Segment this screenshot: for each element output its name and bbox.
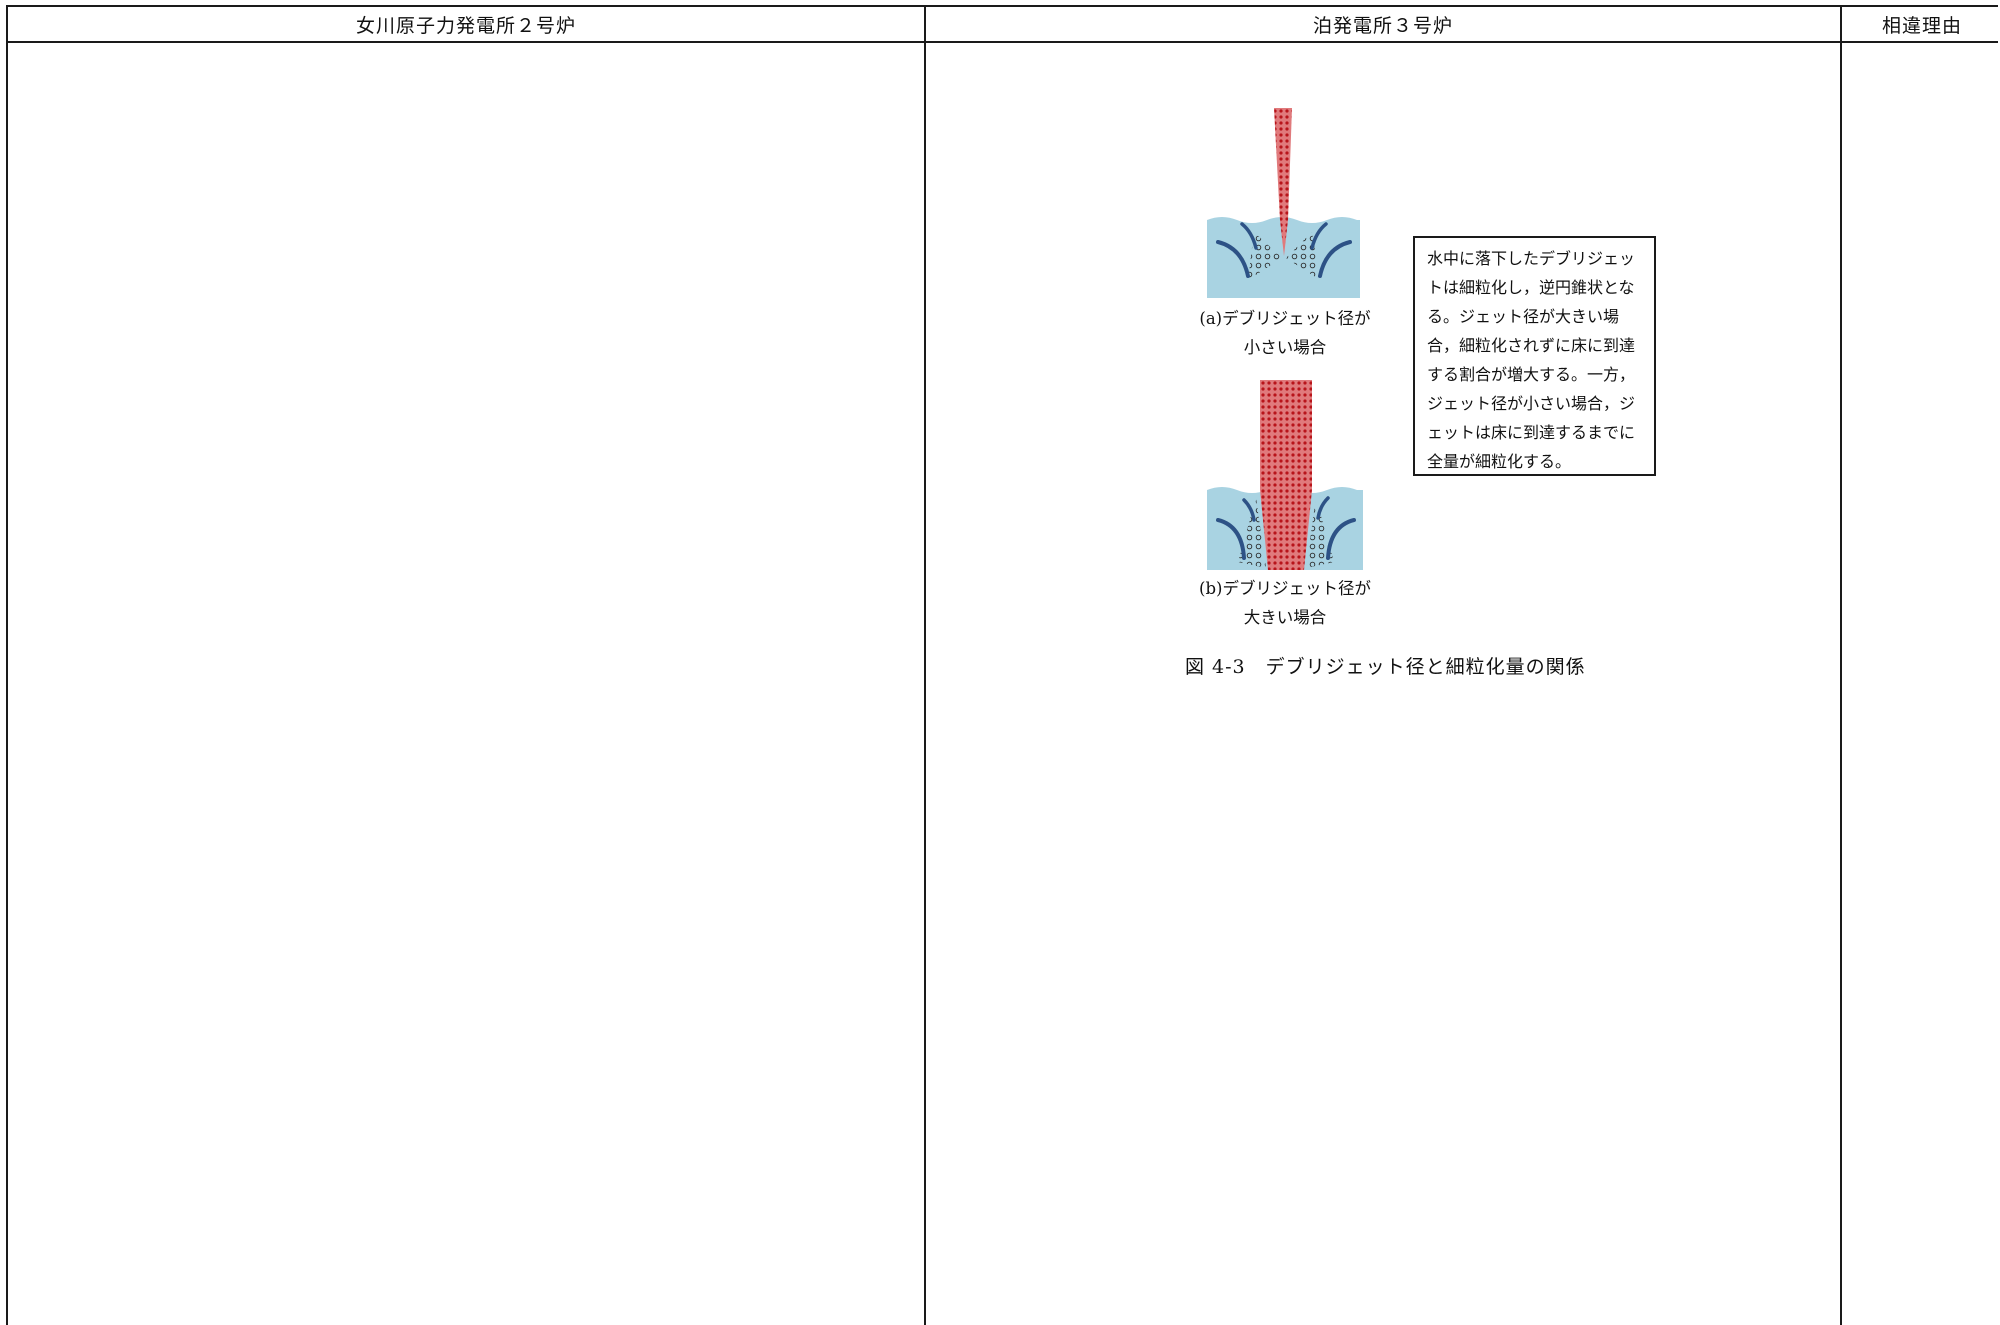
flow-streak-icon [1310,222,1328,250]
flow-streak-icon [1216,518,1246,560]
header-divider [8,41,1998,43]
panel-a-caption-line-1: (a)デブリジェット径が [1199,309,1371,328]
panel-a-caption: (a)デブリジェット径が 小さい場合 [1180,304,1390,362]
panel-b-caption-line-2: 大きい場合 [1243,608,1327,627]
header-reason: 相違理由 [1881,14,1962,37]
header-onagawa: 女川原子力発電所２号炉 [355,14,576,37]
flow-streak-icon [1242,498,1256,522]
water-pool [1207,217,1360,298]
flow-streak-icon [1316,496,1330,520]
panel-a-illustration [1207,108,1360,298]
debris-jet [1260,380,1312,570]
header-tomari: 泊発電所３号炉 [1312,14,1453,37]
panel-b-caption-line-1: (b)デブリジェット径が [1199,579,1371,598]
figure-title: 図 4-3 デブリジェット径と細粒化量の関係 [1185,656,1586,678]
panel-b-caption: (b)デブリジェット径が 大きい場合 [1180,574,1390,632]
debris-jet [1274,108,1292,256]
panel-b-illustration [1207,380,1363,570]
figure-description-box: 水中に落下したデブリジェットは細粒化し，逆円錐状となる。ジェット径が大きい場合，… [1413,236,1656,476]
comparison-table: 女川原子力発電所２号炉 泊発電所３号炉 相違理由 [6,5,1998,1325]
flow-streak-icon [1240,222,1258,250]
flow-streak-icon [1216,240,1250,278]
column-divider-1 [924,7,926,1325]
flow-streak-icon [1318,240,1352,278]
panel-a-caption-line-2: 小さい場合 [1243,338,1327,357]
flow-streak-icon [1326,518,1356,560]
column-divider-2 [1840,7,1842,1325]
